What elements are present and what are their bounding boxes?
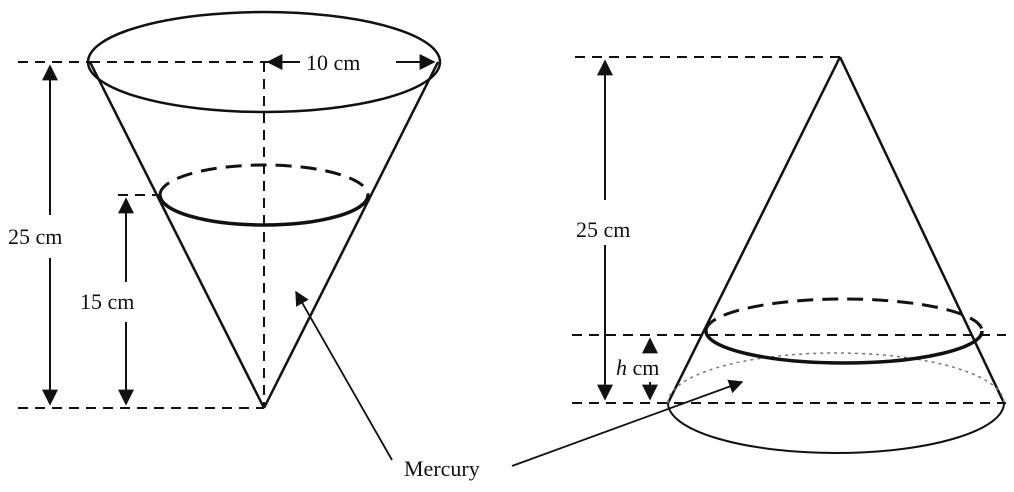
right-cone-right-side xyxy=(838,56,1006,404)
right-level-label: h cm xyxy=(616,355,659,380)
right-height-label: 25 cm xyxy=(576,217,630,242)
mercury-label: Mercury xyxy=(404,456,480,481)
left-radius-label: 10 cm xyxy=(306,50,360,75)
right-mercury-surface-back xyxy=(704,297,984,332)
right-cone-base-front xyxy=(667,402,1005,454)
mercury-pointer-left xyxy=(295,290,393,461)
left-cone-left-side xyxy=(88,61,266,409)
left-height-label: 25 cm xyxy=(8,224,62,249)
mercury-pointers xyxy=(295,290,744,467)
right-cone-base-back xyxy=(667,352,1005,404)
left-mercury-surface-front xyxy=(158,194,370,227)
radius-label-bg xyxy=(300,48,394,76)
right-level-var: h xyxy=(616,355,627,380)
right-level-unit: cm xyxy=(627,355,659,380)
left-level-label: 15 cm xyxy=(80,289,134,314)
right-cone-left-side xyxy=(666,56,842,404)
mercury-pointer-right xyxy=(511,379,744,467)
right-cone xyxy=(572,56,1006,454)
left-cone xyxy=(18,10,442,409)
left-cone-right-side xyxy=(262,61,440,409)
left-mercury-surface-back xyxy=(158,163,370,196)
right-mercury-surface-front xyxy=(704,330,984,365)
